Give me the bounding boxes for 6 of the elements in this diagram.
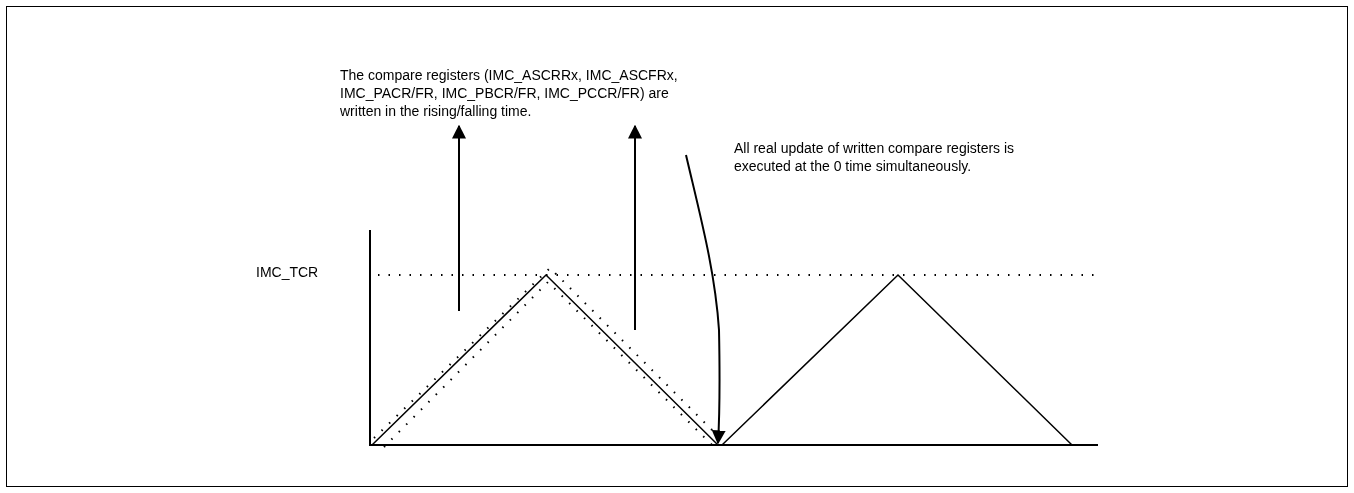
axis-level-label: IMC_TCR (256, 263, 319, 281)
arrow (452, 124, 466, 312)
note-text: The compare registers (IMC_ASCRRx, IMC_ASCFRx, IMC_PACR/FR, IMC_PBCR/FR, IMC_PCCR/FR) are written in the rising/falling time. (340, 66, 706, 120)
arrow (628, 124, 642, 331)
arrow (685, 154, 726, 445)
note-text: All real update of written compare registers is executed at the 0 time simultaneously. (734, 139, 1024, 175)
